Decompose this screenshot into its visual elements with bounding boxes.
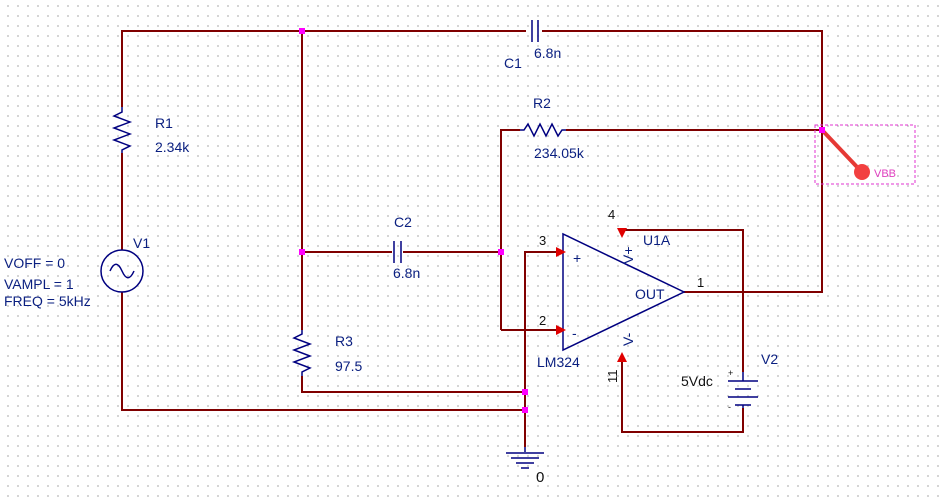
resistor-r1[interactable]: R1 2.34k [111,107,190,155]
ground-symbol[interactable]: 0 [506,447,544,486]
voltage-source-v1[interactable]: V1 VOFF = 0 VAMPL = 1 FREQ = 5kHz [4,235,150,309]
junction-dot [819,127,825,133]
sine-wave-icon [109,263,135,279]
opamp-triangle [562,232,686,352]
wires [121,30,823,447]
junction-dots [299,28,825,413]
pin3-marker [556,247,566,257]
c1-name-label: C1 [504,55,522,71]
r3-value-label: 97.5 [335,358,362,374]
opamp-part-label: LM324 [537,354,580,370]
ground-label: 0 [536,469,544,486]
v2-value-label: 5Vdc [681,373,713,389]
wire-top-left[interactable] [121,30,526,107]
opamp-vminus-label: V- [620,332,636,346]
wire-top-right[interactable] [542,30,823,293]
junction-dot [498,249,504,255]
probe-stem [820,128,860,170]
dc-source-v2[interactable]: + - V2 5Vdc [681,351,778,412]
r2-name-label: R2 [533,95,551,111]
v1-freq-label: FREQ = 5kHz [4,293,91,309]
c2-value-label: 6.8n [393,265,420,281]
r1-name-label: R1 [155,115,173,131]
pin11-number: 11 [605,370,620,384]
pin4-marker [617,228,627,238]
voltage-probe-vbb[interactable]: VBB [814,124,916,185]
v1-vampl-label: VAMPL = 1 [4,276,74,292]
r1-value-label: 2.34k [155,139,190,155]
probe-icon [854,164,870,180]
resistor-r2[interactable]: R2 234.05k [520,95,585,161]
pin11-marker [617,352,627,362]
wire-pin11-supply[interactable] [621,356,744,433]
opamp-u1a[interactable]: + - V+ V- OUT U1A LM324 3 2 1 4 11 [537,207,704,383]
resistor-r3[interactable]: R3 97.5 [291,330,362,376]
r2-value-label: 234.05k [534,145,585,161]
opamp-plus-sign: + [573,250,581,266]
wire-v1-bottom[interactable] [121,292,525,411]
capacitor-c2[interactable]: C2 6.8n [393,214,420,281]
v1-name-label: V1 [133,235,150,251]
v1-voff-label: VOFF = 0 [4,255,65,271]
pin4-number: 4 [608,207,615,222]
wire-r2-left[interactable] [500,129,520,330]
c1-value-label: 6.8n [534,45,561,61]
wire-r3-bottom[interactable] [301,376,525,393]
wire-noninverting-input[interactable] [524,251,563,447]
opamp-name-label: U1A [643,232,671,248]
c2-name-label: C2 [394,214,412,230]
junction-dot [299,249,305,255]
probe-label: VBB [874,168,896,180]
junction-dot [522,407,528,413]
pin3-number: 3 [539,233,546,248]
pin1-number: 1 [697,275,704,290]
v2-minus-sign: - [728,402,731,412]
opamp-out-label: OUT [635,286,665,302]
r3-name-label: R3 [335,333,353,349]
probe-selection-box [814,124,916,185]
junction-dot [522,389,528,395]
pin2-marker [556,325,566,335]
opamp-vplus-label: V+ [620,246,636,264]
pin2-number: 2 [539,313,546,328]
v2-plus-sign: + [728,368,733,378]
opamp-minus-sign: - [572,325,577,341]
junction-dot [299,28,305,34]
v2-name-label: V2 [761,351,778,367]
capacitor-c1[interactable]: C1 6.8n [504,20,561,71]
